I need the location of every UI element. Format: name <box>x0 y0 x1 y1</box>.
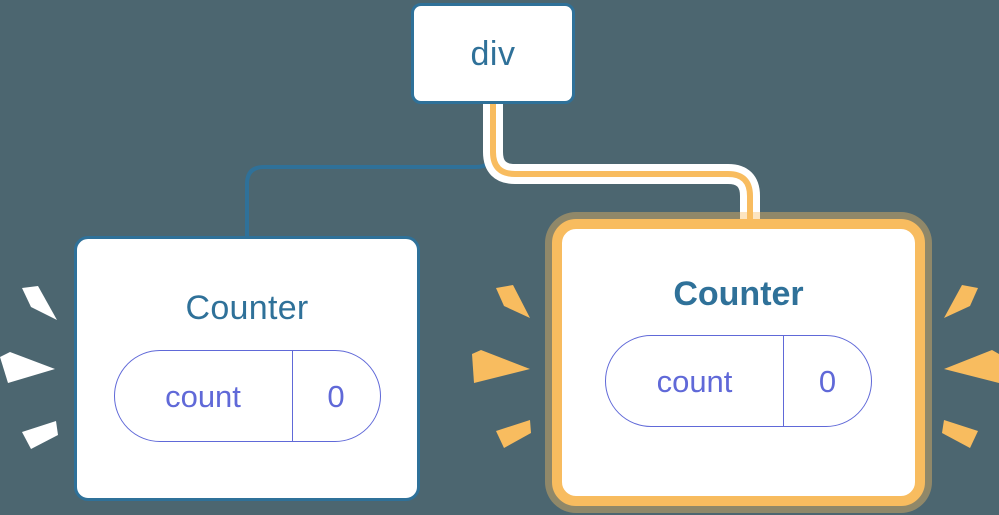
counter-left-title: Counter <box>185 289 309 327</box>
sparkle-burst-counter-left <box>0 286 58 449</box>
sparkle-ray-icon <box>22 286 57 320</box>
sparkle-ray-icon <box>496 420 531 448</box>
counter-left-state-key: count <box>115 351 293 441</box>
node-counter-left[interactable]: Counter count 0 <box>74 236 420 501</box>
sparkle-burst-counter-right-right-side <box>942 285 999 448</box>
sparkle-ray-icon <box>944 285 978 318</box>
sparkle-ray-icon <box>22 421 58 449</box>
counter-right-title: Counter <box>673 275 804 313</box>
sparkle-ray-icon <box>944 350 999 383</box>
node-counter-right[interactable]: Counter count 0 <box>552 219 925 506</box>
counter-left-state-pill: count 0 <box>113 350 381 442</box>
counter-right-state-key: count <box>606 336 784 426</box>
sparkle-burst-counter-right-left-side <box>472 285 531 448</box>
counter-left-state-value: 0 <box>327 378 345 414</box>
sparkle-ray-icon <box>0 352 55 383</box>
node-div[interactable]: div <box>411 3 575 104</box>
sparkle-ray-icon <box>472 350 530 383</box>
sparkle-ray-icon <box>942 420 978 448</box>
edge-div-to-counter-left <box>245 102 495 238</box>
sparkle-ray-icon <box>496 285 530 318</box>
counter-right-state-pill: count 0 <box>605 335 872 427</box>
counter-right-state-value: 0 <box>818 363 837 399</box>
node-div-label: div <box>470 34 516 73</box>
